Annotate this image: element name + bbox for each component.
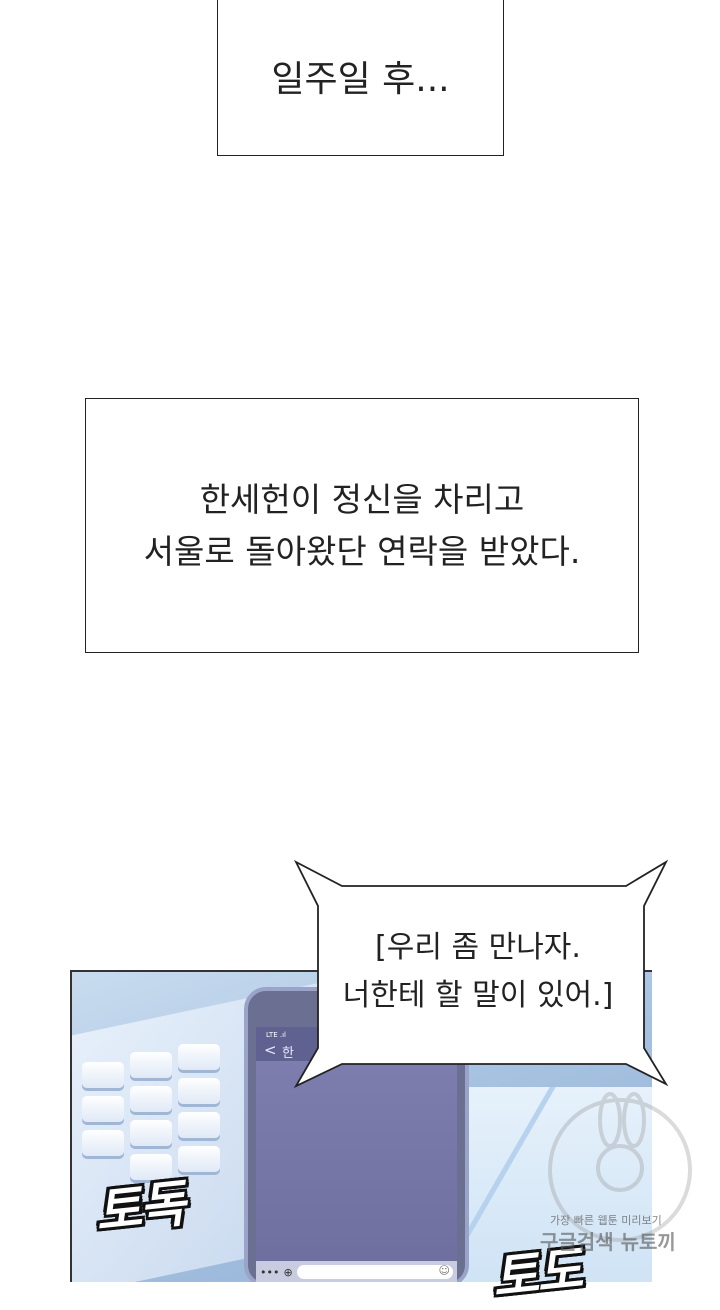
emoji-icon[interactable]: ☺ [438,1264,450,1277]
phone-screen: LTE .ıl < 한 ••• ⊕ ☺ [256,1027,457,1282]
message-input[interactable]: ☺ [296,1264,453,1279]
keyboard-key [178,1078,220,1104]
speech-bubble: [우리 좀 만나자. 너한테 할 말이 있어.] [284,858,672,1090]
plus-icon[interactable]: ⊕ [283,1265,293,1279]
caption-box-narration: 한세헌이 정신을 차리고 서울로 돌아왔단 연락을 받았다. [85,398,639,653]
caption-box-time-skip: 일주일 후... [217,0,504,156]
caption-line-1: 한세헌이 정신을 차리고 [199,479,525,519]
keyboard-key [178,1146,220,1172]
speech-bubble-text: [우리 좀 만나자. 너한테 할 말이 있어.] [284,924,672,1020]
chat-title: 한 [282,1046,294,1061]
window-background [452,1087,652,1282]
watermark-text: 가장 빠른 웹툰 미리보기 [550,1214,662,1227]
caption-line-2: 서울로 돌아왔단 연락을 받았다. [143,531,581,571]
keyboard-key [178,1112,220,1138]
speech-bubble-shape [293,859,669,1089]
keyboard-key [82,1062,124,1088]
caption-text: 일주일 후... [271,59,450,100]
keyboard-key [130,1120,172,1146]
keyboard-key [130,1154,172,1180]
keyboard-key [82,1096,124,1122]
speech-line-1: [우리 좀 만나자. [375,930,581,965]
keyboard-key [130,1052,172,1078]
watermark-text: 구글검색 뉴토끼 [540,1230,676,1254]
chat-input-bar: ••• ⊕ ☺ [256,1261,457,1282]
keyboard-key [82,1130,124,1156]
speech-line-2: 너한테 할 말이 있어.] [342,978,614,1013]
sound-effect-tap: 토독 [92,1174,187,1242]
keyboard-key [130,1086,172,1112]
keyboard-key [178,1044,220,1070]
status-bar: LTE .ıl [266,1031,286,1039]
watermark-logo-icon [548,1092,692,1242]
back-icon[interactable]: < [264,1041,277,1059]
more-icon[interactable]: ••• [260,1265,280,1279]
